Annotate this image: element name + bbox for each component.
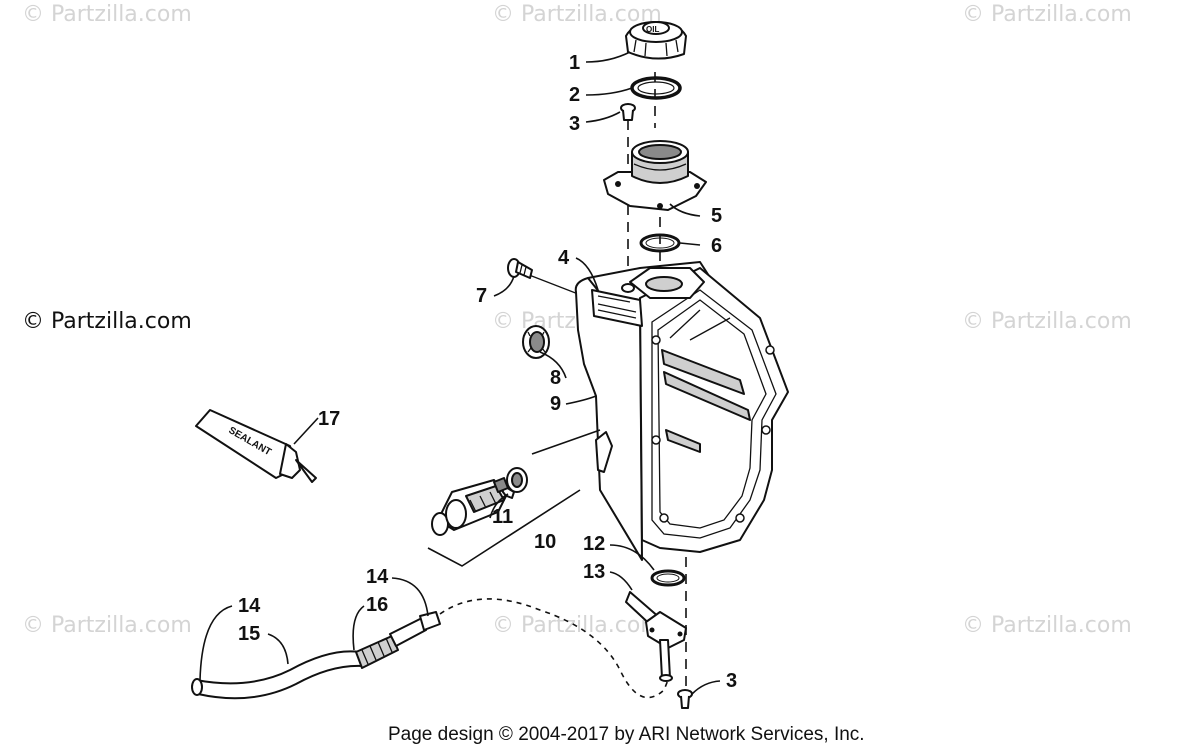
pickup-o-ring-part [650, 569, 686, 587]
callout-14-right: 14 [366, 566, 389, 588]
pickup-tube-part [625, 591, 687, 682]
callout-12: 12 [583, 533, 605, 555]
callout-10: 10 [534, 531, 556, 553]
watermark-mid-left: © Partzilla.com [22, 309, 192, 334]
watermark-bottom-left: © Partzilla.com [22, 613, 192, 638]
callout-14-left: 14 [238, 595, 261, 617]
callout-5: 5 [711, 205, 722, 227]
callout-1: 1 [569, 52, 580, 74]
grommet-part [522, 325, 550, 359]
callout-17: 17 [318, 408, 340, 430]
oil-hose-part [191, 611, 441, 700]
callout-16: 16 [366, 594, 388, 616]
sealant-tube-part: SEALANT [195, 409, 317, 483]
cap-label: OIL [646, 25, 659, 34]
callout-11: 11 [492, 506, 513, 528]
callout-9: 9 [550, 393, 561, 415]
callout-4: 4 [558, 247, 570, 269]
watermark-mid-right: © Partzilla.com [962, 309, 1132, 334]
watermark-top-left: © Partzilla.com [22, 2, 192, 27]
callout-3-bottom: 3 [726, 670, 737, 692]
callout-7: 7 [476, 285, 487, 307]
screw-top-part [620, 103, 636, 121]
callout-13: 13 [583, 561, 605, 583]
watermark-bottom-right: © Partzilla.com [962, 613, 1132, 638]
footer-copyright: Page design © 2004-2017 by ARI Network S… [388, 724, 865, 745]
callout-3-top: 3 [569, 113, 580, 135]
filter-assembly-part [431, 477, 509, 536]
leader-lines [199, 51, 721, 695]
filler-neck-part [603, 140, 707, 211]
callout-10-bracket [427, 489, 581, 567]
tank-hidden-edge [531, 429, 601, 455]
callout-6: 6 [711, 235, 722, 257]
callout-2: 2 [569, 84, 580, 106]
oil-tank-part [574, 261, 789, 561]
cap-o-ring-part [630, 76, 682, 100]
callout-15: 15 [238, 623, 260, 645]
screw-bottom-part [677, 689, 693, 709]
bolt-part [507, 258, 533, 279]
filler-cap-part: OIL [625, 21, 687, 60]
neck-o-ring-part [639, 233, 681, 253]
watermark-top-right: © Partzilla.com [962, 2, 1132, 27]
callout-8: 8 [550, 367, 561, 389]
watermark-top-center: © Partzilla.com [492, 2, 662, 27]
hose-routing-line [439, 598, 669, 699]
